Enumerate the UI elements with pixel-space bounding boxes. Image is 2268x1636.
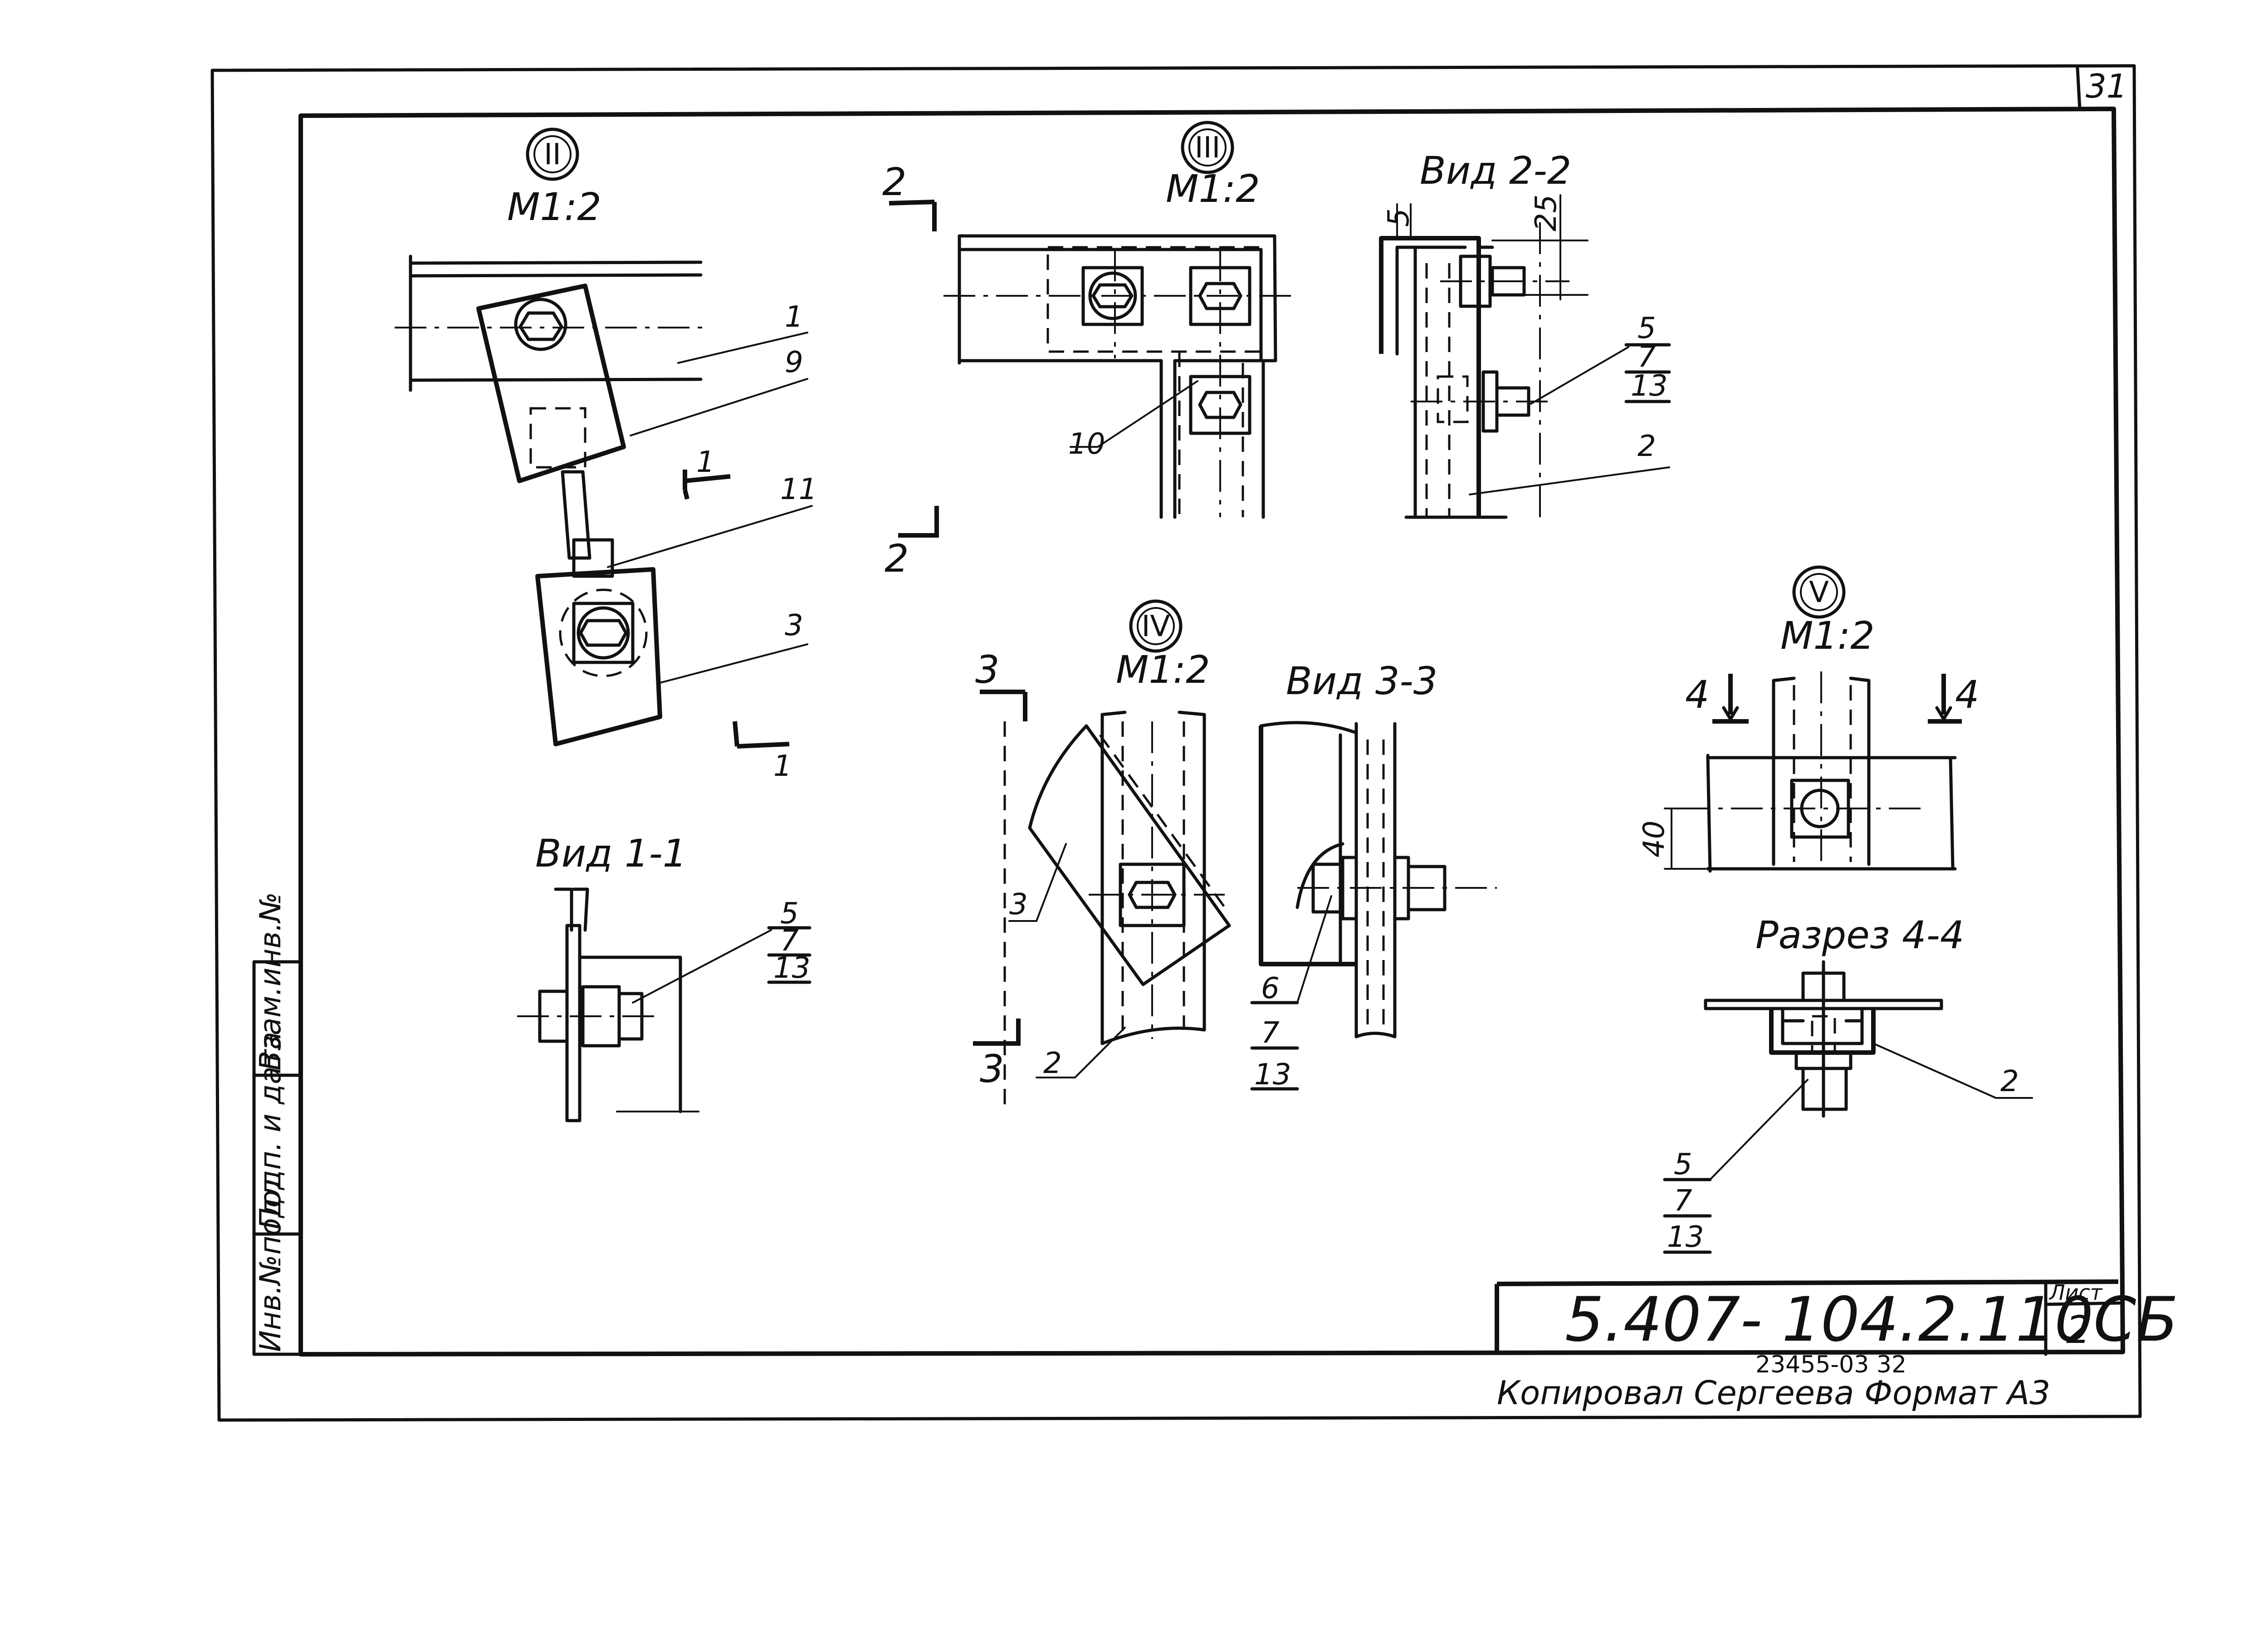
view-1-1-frac-bottom: 13 (773, 951, 810, 985)
node-v-section-mark-left: 4 (1685, 672, 1709, 717)
node-v-scale: М1:2 (1780, 613, 1875, 658)
view-2-2-dim-25: 25 (1530, 195, 1563, 231)
view-2-2-frac-bottom: 13 (1631, 369, 1667, 403)
view-3-3-frac-top: 6 (1261, 972, 1280, 1005)
title-block: 5.407- 104.2.110СБ Лист 2 23455-03 32 Ко… (1495, 1279, 2178, 1412)
section-4-4-frac-mid: 7 (1674, 1184, 1692, 1218)
node-iv-scale: М1:2 (1116, 647, 1210, 692)
stamp-cell-replace: Взам.инв.№ (254, 892, 288, 1071)
view-1-1-frac-top: 5 (780, 897, 799, 931)
side-stamp: Инв.№подл. Подп. и дата Взам.инв.№ (252, 892, 303, 1356)
view-2-2-frac-mid: 7 (1637, 340, 1656, 374)
node-iv-view: IV М1:2 3 2 3 3 (973, 599, 1231, 1107)
archive-number: 23455-03 32 (1755, 1351, 1906, 1378)
node-v-view: V М1:2 40 4 4 (1637, 565, 1979, 873)
corner-number: 31 (2086, 67, 2127, 105)
node-ii-view: II М1:2 1 9 11 3 1 1 (395, 127, 817, 783)
stamp-cell-sign: Подп. и дата (254, 1032, 288, 1229)
view-3-3-title: Вид 3-3 (1286, 659, 1437, 703)
node-ii-part-3: 3 (785, 609, 803, 642)
stamp-cell-inv: Инв.№подл. (254, 1170, 288, 1352)
node-v-dim-40: 40 (1637, 821, 1671, 857)
section-4-4-title: Разрез 4-4 (1755, 913, 1964, 957)
node-iv-section-mark-bottom: 3 (980, 1047, 1004, 1091)
node-ii-part-1: 1 (785, 300, 803, 334)
sheet-number: 2 (2066, 1308, 2090, 1352)
node-iii-section-mark-top: 2 (882, 160, 906, 204)
node-iii-view: III М1:2 10 2 2 (882, 121, 1293, 581)
node-v-section-mark-right: 4 (1955, 672, 1979, 717)
view-2-2-part-2: 2 (1637, 430, 1656, 463)
node-iv-mark: IV (1142, 610, 1170, 643)
view-1-1: Вид 1-1 5 7 13 (517, 831, 811, 1122)
node-ii-scale: М1:2 (507, 185, 601, 229)
document-code: 5.407- 104.2.110СБ (1565, 1284, 2178, 1355)
sheet-label: Лист (2048, 1280, 2103, 1305)
node-ii-part-9: 9 (785, 346, 803, 379)
node-ii-mark: II (544, 138, 561, 171)
section-4-4-frac-top: 5 (1674, 1148, 1692, 1181)
view-1-1-title: Вид 1-1 (535, 831, 687, 876)
section-4-4-part-2: 2 (2000, 1065, 2019, 1098)
sheet-frame: 31 (210, 64, 2142, 1422)
view-3-3: Вид 3-3 6 7 13 (1250, 659, 1497, 1092)
view-2-2-dim-5: 5 (1382, 208, 1416, 227)
view-2-2-frac-top: 5 (1637, 312, 1656, 345)
copied-by: Копировал Сергеева (1497, 1374, 1854, 1412)
view-3-3-frac-mid: 7 (1261, 1016, 1280, 1050)
node-iii-section-mark-bottom: 2 (885, 536, 909, 581)
node-ii-part-11: 11 (780, 473, 817, 506)
view-2-2-title: Вид 2-2 (1420, 148, 1571, 193)
node-ii-section-mark-top: 1 (696, 446, 715, 479)
node-v-mark: V (1809, 576, 1829, 609)
node-iv-section-mark-top: 3 (975, 647, 999, 692)
view-2-2: Вид 2-2 5 25 5 7 13 2 (1379, 148, 1671, 519)
view-3-3-frac-bottom: 13 (1254, 1058, 1291, 1092)
section-4-4: Разрез 4-4 2 5 7 13 (1663, 913, 2033, 1254)
format-label: Формат А3 (1864, 1374, 2050, 1412)
section-4-4-frac-bottom: 13 (1667, 1220, 1704, 1254)
node-iii-mark: III (1195, 131, 1221, 165)
node-iii-scale: М1:2 (1166, 167, 1260, 211)
node-ii-section-mark-bottom: 1 (773, 749, 792, 783)
node-iv-part-2: 2 (1043, 1047, 1062, 1080)
node-iv-part-3: 3 (1009, 888, 1028, 921)
view-1-1-frac-mid: 7 (780, 924, 799, 958)
node-iii-part-10: 10 (1068, 427, 1105, 461)
